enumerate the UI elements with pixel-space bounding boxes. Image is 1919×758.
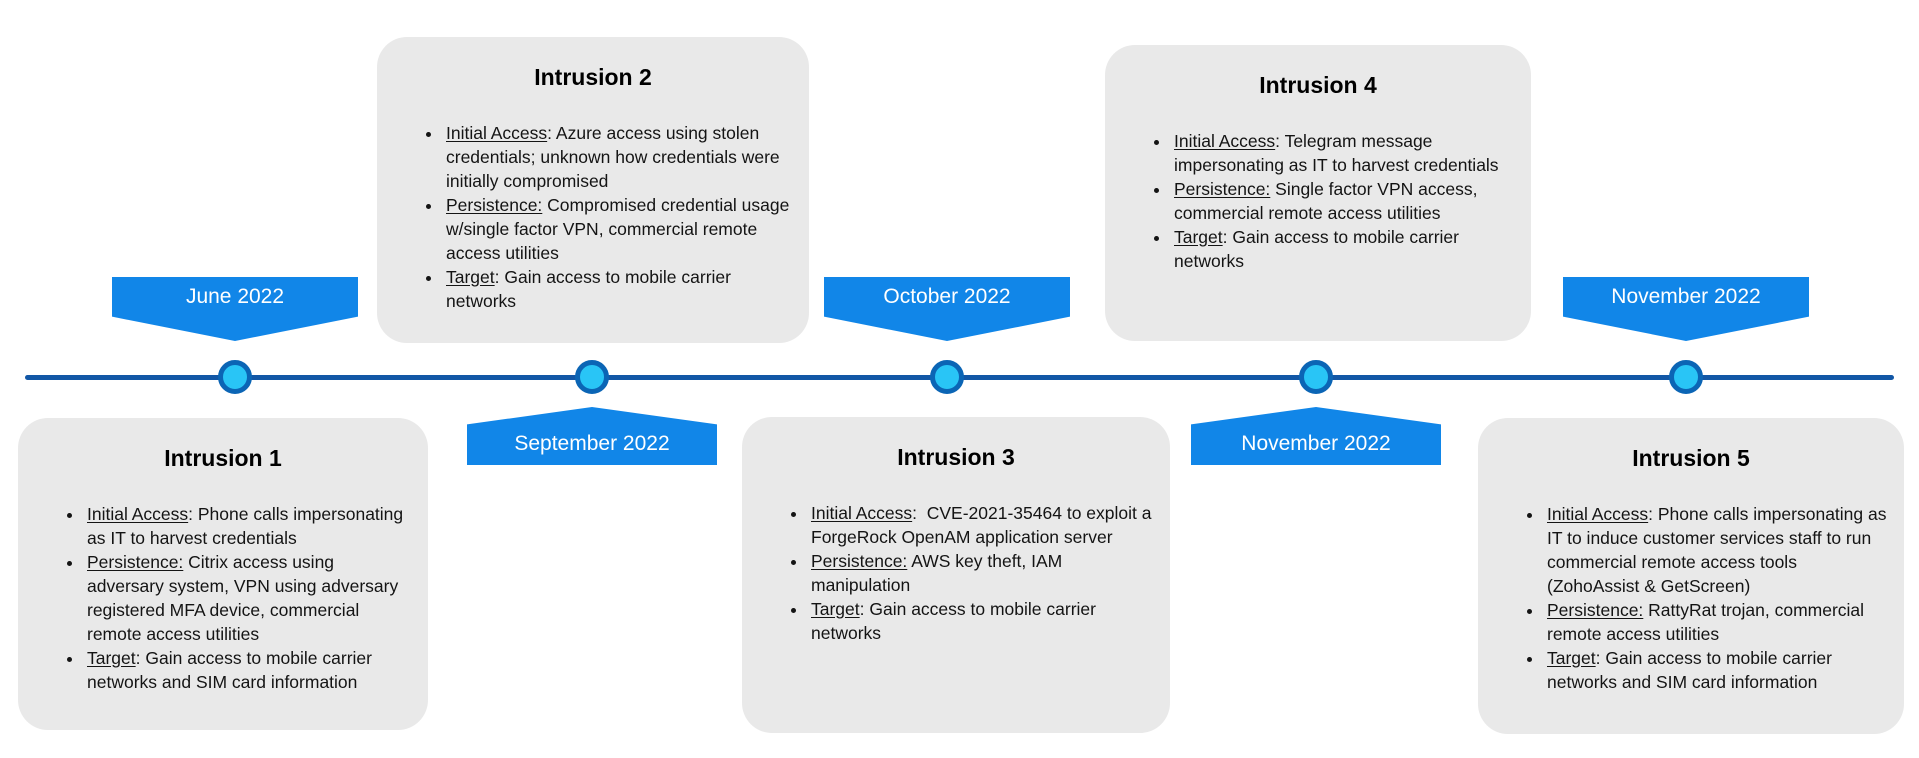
date-label: October 2022: [883, 285, 1011, 308]
bullet-item: Persistence: Compromised credential usag…: [443, 193, 795, 265]
bullet-item: Initial Access: Phone calls impersonatin…: [1544, 502, 1890, 598]
bullet-label: Persistence:: [1174, 179, 1271, 199]
bullet-text: : Gain access to mobile carrier networks: [811, 599, 1101, 643]
date-banner-october-2022: October 2022: [824, 277, 1070, 341]
bullet-text: : Phone calls impersonating as IT to ind…: [1547, 504, 1892, 596]
date-banner-november-2022-b: November 2022: [1563, 277, 1809, 341]
intrusion-1-card: Intrusion 1 Initial Access: Phone calls …: [18, 418, 428, 730]
bullet-item: Target: Gain access to mobile carrier ne…: [808, 597, 1156, 645]
card-bullet-list: Initial Access: Phone calls impersonatin…: [18, 502, 414, 694]
date-label: November 2022: [1611, 285, 1761, 308]
card-title: Intrusion 2: [534, 64, 652, 90]
bullet-text: Single factor VPN access, commercial rem…: [1174, 179, 1483, 223]
card-bullet-list: Initial Access: Phone calls impersonatin…: [1478, 502, 1890, 694]
bullet-text: Compromised credential usage w/single fa…: [446, 195, 795, 263]
bullet-text: : Gain access to mobile carrier networks…: [1547, 648, 1837, 692]
card-bullet-list: Initial Access: CVE-2021-35464 to exploi…: [742, 501, 1156, 645]
bullet-label: Target: [1547, 648, 1596, 668]
bullet-label: Persistence:: [87, 552, 184, 572]
bullet-label: Target: [446, 267, 495, 287]
card-title: Intrusion 3: [897, 444, 1015, 470]
intrusion-3-card: Intrusion 3 Initial Access: CVE-2021-354…: [742, 417, 1170, 733]
bullet-item: Initial Access: CVE-2021-35464 to exploi…: [808, 501, 1156, 549]
date-banner-september-2022: September 2022: [467, 407, 717, 465]
bullet-item: Persistence: RattyRat trojan, commercial…: [1544, 598, 1890, 646]
card-bullet-list: Initial Access: Azure access using stole…: [377, 121, 795, 313]
timeline-node-october-2022: [930, 360, 964, 394]
date-label: June 2022: [185, 285, 285, 308]
bullet-label: Initial Access: [1547, 504, 1649, 524]
timeline-node-november-2022-a: [1299, 360, 1333, 394]
bullet-label: Target: [1174, 227, 1223, 247]
bullet-item: Initial Access: Azure access using stole…: [443, 121, 795, 193]
bullet-label: Persistence:: [1547, 600, 1644, 620]
date-banner-november-2022-a: November 2022: [1191, 407, 1441, 465]
bullet-label: Persistence:: [811, 551, 908, 571]
bullet-text: AWS key theft, IAM manipulation: [811, 551, 1068, 595]
bullet-label: Initial Access: [446, 123, 548, 143]
bullet-item: Target: Gain access to mobile carrier ne…: [1544, 646, 1890, 694]
date-label: November 2022: [1241, 432, 1391, 455]
bullet-label: Target: [811, 599, 860, 619]
bullet-text: : Gain access to mobile carrier networks…: [87, 648, 377, 692]
bullet-label: Initial Access: [1174, 131, 1276, 151]
card-bullet-list: Initial Access: Telegram message imperso…: [1105, 129, 1517, 273]
bullet-label: Persistence:: [446, 195, 543, 215]
bullet-text: : Azure access using stolen credentials;…: [446, 123, 785, 191]
bullet-item: Target: Gain access to mobile carrier ne…: [84, 646, 414, 694]
timeline-node-september-2022: [575, 360, 609, 394]
timeline-node-june-2022: [218, 360, 252, 394]
date-label: September 2022: [514, 432, 670, 455]
bullet-label: Initial Access: [811, 503, 913, 523]
date-banner-june-2022: June 2022: [112, 277, 358, 341]
bullet-text: Citrix access using adversary system, VP…: [87, 552, 404, 644]
bullet-item: Target: Gain access to mobile carrier ne…: [1171, 225, 1517, 273]
card-title: Intrusion 5: [1632, 445, 1750, 471]
bullet-item: Initial Access: Phone calls impersonatin…: [84, 502, 414, 550]
intrusion-5-card: Intrusion 5 Initial Access: Phone calls …: [1478, 418, 1904, 734]
bullet-item: Persistence: Citrix access using adversa…: [84, 550, 414, 646]
bullet-text: : Telegram message impersonating as IT t…: [1174, 131, 1499, 175]
bullet-item: Persistence: AWS key theft, IAM manipula…: [808, 549, 1156, 597]
bullet-item: Target: Gain access to mobile carrier ne…: [443, 265, 795, 313]
bullet-text: RattyRat trojan, commercial remote acces…: [1547, 600, 1869, 644]
card-title: Intrusion 4: [1259, 72, 1377, 98]
timeline-node-november-2022-b: [1669, 360, 1703, 394]
bullet-text: : CVE-2021-35464 to exploit a ForgeRock …: [811, 503, 1157, 547]
bullet-label: Target: [87, 648, 136, 668]
bullet-label: Initial Access: [87, 504, 189, 524]
bullet-text: : Gain access to mobile carrier networks: [1174, 227, 1464, 271]
bullet-text: : Phone calls impersonating as IT to har…: [87, 504, 409, 548]
intrusion-2-card: Intrusion 2 Initial Access: Azure access…: [377, 37, 809, 343]
bullet-text: : Gain access to mobile carrier networks: [446, 267, 736, 311]
card-title: Intrusion 1: [164, 445, 282, 471]
intrusion-4-card: Intrusion 4 Initial Access: Telegram mes…: [1105, 45, 1531, 341]
bullet-item: Initial Access: Telegram message imperso…: [1171, 129, 1517, 177]
bullet-item: Persistence: Single factor VPN access, c…: [1171, 177, 1517, 225]
